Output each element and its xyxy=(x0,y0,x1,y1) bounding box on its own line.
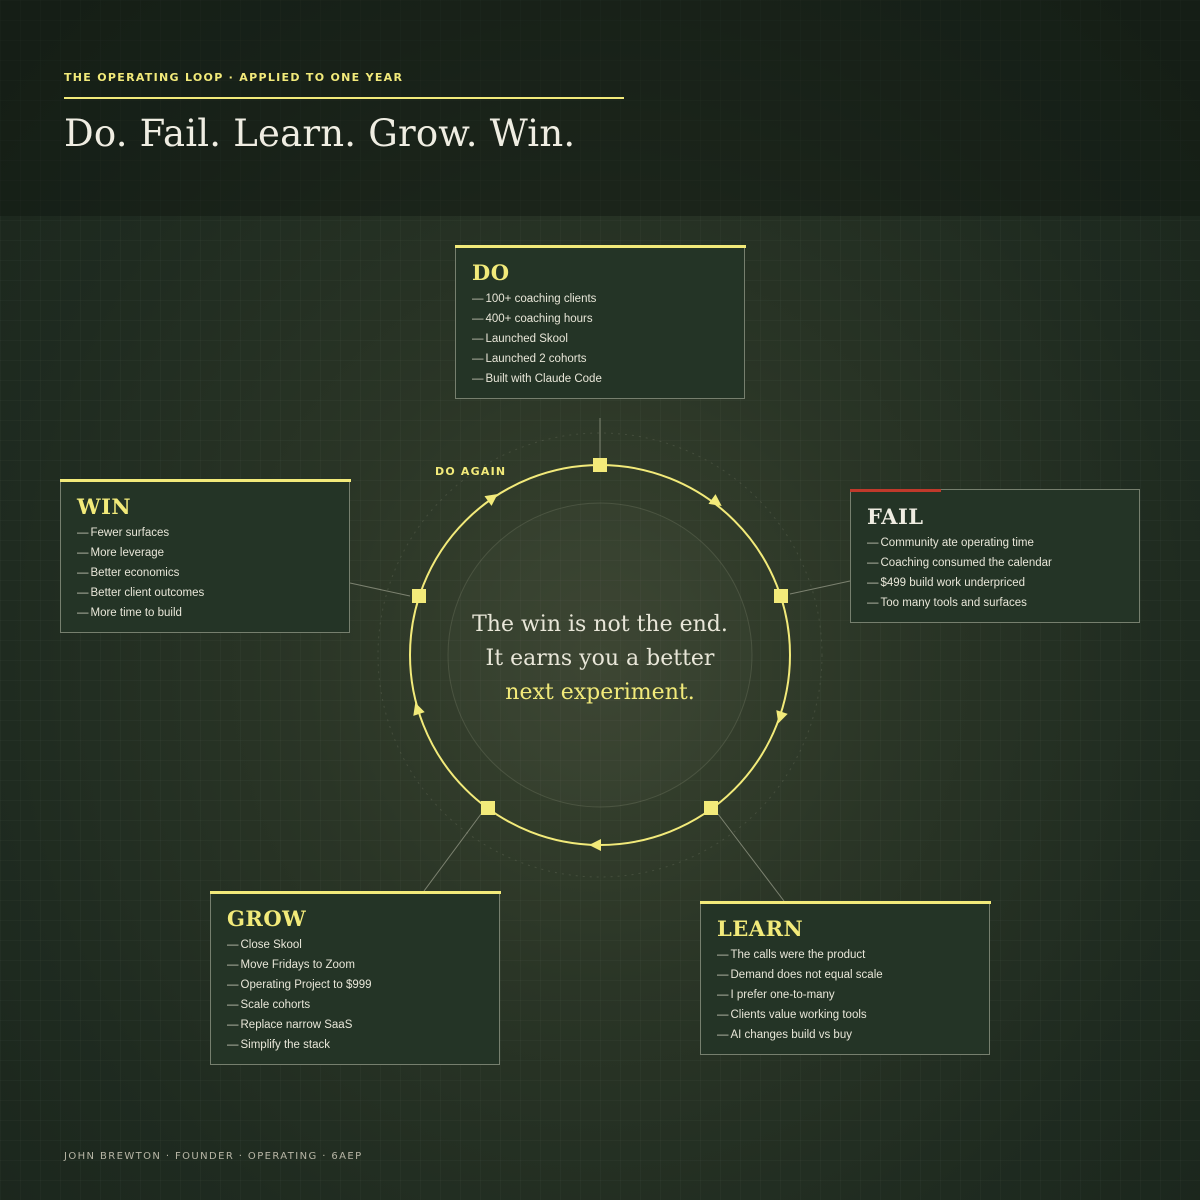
stage-list-fail: —Community ate operating time —Coaching … xyxy=(867,536,1052,616)
stage-list-do: —100+ coaching clients —400+ coaching ho… xyxy=(472,292,602,392)
node-fail xyxy=(774,589,788,603)
list-item: —More leverage xyxy=(77,547,165,559)
stage-accent-bar-fail xyxy=(850,489,941,492)
stage-box-win: WIN —Fewer surfaces —More leverage —Bett… xyxy=(60,479,351,633)
node-do xyxy=(593,458,607,472)
eyebrow-label: THE OPERATING LOOP · APPLIED TO ONE YEAR xyxy=(64,71,404,84)
stage-list-learn: —The calls were the product —Demand does… xyxy=(717,948,883,1048)
stage-accent-bar xyxy=(455,245,746,248)
center-line-1: The win is not the end. xyxy=(472,612,728,637)
connector-win xyxy=(349,582,411,597)
list-item: —I prefer one-to-many xyxy=(717,989,835,1001)
footer-credit: JOHN BREWTON · FOUNDER · OPERATING · 6AE… xyxy=(64,1151,363,1162)
header-band xyxy=(0,0,1200,216)
stage-list-grow: —Close Skool —Move Fridays to Zoom —Oper… xyxy=(227,938,372,1058)
center-line-3: next experiment. xyxy=(505,680,695,705)
list-item: —Launched 2 cohorts xyxy=(472,353,587,365)
arrow-grow-to-win xyxy=(413,702,425,716)
arrow-fail-to-learn xyxy=(776,710,788,724)
list-item: —More time to build xyxy=(77,607,182,619)
node-win xyxy=(412,589,426,603)
stage-box-do: DO —100+ coaching clients —400+ coaching… xyxy=(455,245,746,399)
stage-box-grow: GROW —Close Skool —Move Fridays to Zoom … xyxy=(210,891,501,1065)
list-item: —Fewer surfaces xyxy=(77,527,170,539)
list-item: —AI changes build vs buy xyxy=(717,1029,852,1041)
list-item: —Simplify the stack xyxy=(227,1039,330,1051)
stage-box-learn: LEARN —The calls were the product —Deman… xyxy=(700,901,991,1055)
list-item: —400+ coaching hours xyxy=(472,313,593,325)
list-item: —Operating Project to $999 xyxy=(227,979,372,991)
list-item: —Replace narrow SaaS xyxy=(227,1019,353,1031)
stage-title-do: DO xyxy=(472,260,510,285)
list-item: —Too many tools and surfaces xyxy=(867,597,1027,609)
stage-accent-bar xyxy=(210,891,501,894)
stage-box-fail: FAIL —Community ate operating time —Coac… xyxy=(850,489,1140,623)
do-again-label: DO AGAIN xyxy=(435,465,507,478)
arrow-learn-to-grow xyxy=(589,839,601,851)
stage-list-win: —Fewer surfaces —More leverage —Better e… xyxy=(77,526,204,626)
list-item: —Built with Claude Code xyxy=(472,373,602,385)
stage-title-win: WIN xyxy=(77,494,132,519)
list-item: —Community ate operating time xyxy=(867,537,1034,549)
stage-title-learn: LEARN xyxy=(717,916,804,941)
connector-learn xyxy=(717,813,785,902)
list-item: —Demand does not equal scale xyxy=(717,969,883,981)
list-item: —Coaching consumed the calendar xyxy=(867,557,1052,569)
arrow-do-to-fail xyxy=(708,494,722,507)
list-item: —$499 build work underpriced xyxy=(867,577,1025,589)
eyebrow-rule xyxy=(64,97,624,99)
list-item: —Better client outcomes xyxy=(77,587,205,599)
list-item: —Launched Skool xyxy=(472,333,568,345)
arrow-win-to-do xyxy=(484,493,498,506)
stage-title-fail: FAIL xyxy=(867,504,924,529)
node-grow xyxy=(481,801,495,815)
list-item: —Close Skool xyxy=(227,939,302,951)
node-learn xyxy=(704,801,718,815)
stage-title-grow: GROW xyxy=(227,906,307,931)
stage-accent-bar xyxy=(60,479,351,482)
page-title: Do. Fail. Learn. Grow. Win. xyxy=(64,112,576,155)
list-item: —Clients value working tools xyxy=(717,1009,867,1021)
list-item: —Scale cohorts xyxy=(227,999,311,1011)
center-message: The win is not the end. It earns you a b… xyxy=(440,608,760,710)
connector-grow xyxy=(423,813,482,892)
connector-fail xyxy=(789,580,851,595)
list-item: —Better economics xyxy=(77,567,180,579)
stage-accent-bar xyxy=(700,901,991,904)
center-line-2: It earns you a better xyxy=(485,646,715,671)
list-item: —The calls were the product xyxy=(717,949,866,961)
inner-ring xyxy=(447,502,753,808)
list-item: —100+ coaching clients xyxy=(472,293,597,305)
outer-halo-ring xyxy=(377,432,823,878)
list-item: —Move Fridays to Zoom xyxy=(227,959,355,971)
